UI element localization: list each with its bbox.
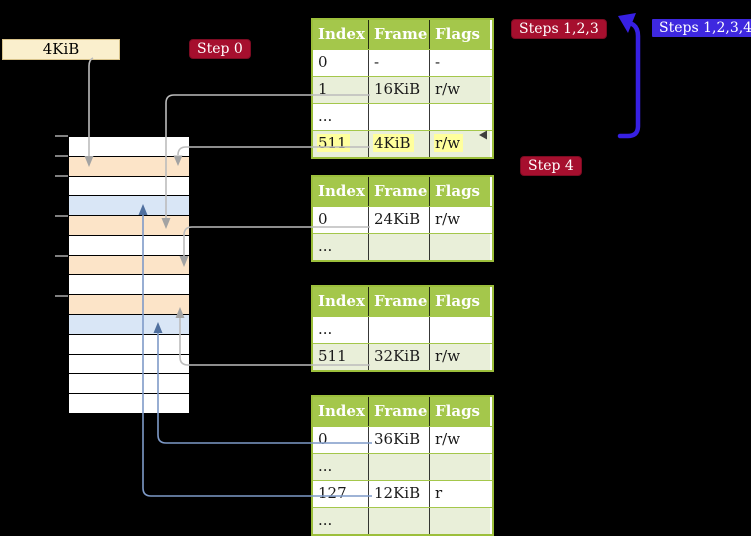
table-cell: 1 — [313, 77, 368, 103]
table-cell — [368, 317, 429, 343]
table-cell: 12KiB — [368, 481, 429, 507]
table-cell: ... — [313, 508, 368, 534]
memory-row — [69, 195, 189, 216]
table-header-cell: Frame — [368, 20, 429, 49]
table-cell: r/w — [429, 344, 490, 370]
step-4-badge: Step 4 — [520, 156, 582, 176]
table-cell — [368, 104, 429, 130]
table-header-cell: Flags — [429, 20, 490, 49]
table-cell — [429, 317, 490, 343]
tick-mark — [55, 175, 68, 177]
memory-row — [69, 137, 189, 156]
table-row: ... — [313, 316, 492, 343]
table-row: ... — [313, 103, 492, 130]
table-header-cell: Flags — [429, 397, 490, 426]
memory-row — [69, 175, 189, 196]
memory-row — [69, 254, 189, 275]
table-header-cell: Index — [313, 287, 368, 316]
table-cell: r — [429, 481, 490, 507]
recursive-loop-arrow — [617, 13, 641, 139]
memory-row — [69, 215, 189, 235]
table-cell: 0 — [318, 210, 328, 228]
table-cell: r/w — [429, 77, 490, 103]
table-cell — [368, 508, 429, 534]
table-cell: 32KiB — [368, 344, 429, 370]
physical-memory-column — [68, 136, 190, 414]
table-row: 0 -- — [313, 49, 492, 76]
table-cell — [429, 234, 490, 260]
table-cell: 0 — [318, 430, 328, 448]
page-size-label: 4KiB — [2, 39, 120, 60]
table-cell: - — [368, 50, 429, 76]
tick-mark — [55, 155, 68, 157]
table-cell: 0 — [318, 53, 328, 71]
table-cell: 4KiB — [368, 131, 429, 157]
table-cell: ... — [318, 107, 333, 125]
table-cell: r/w — [429, 131, 490, 157]
table-cell: - — [429, 50, 490, 76]
table-header-cell: Frame — [368, 287, 429, 316]
table-cell: ... — [313, 454, 368, 480]
table-cell: 16KiB — [368, 77, 429, 103]
memory-row — [69, 353, 189, 374]
table-cell: 36KiB — [368, 427, 429, 453]
table-cell — [429, 508, 490, 534]
table-cell: 511 — [313, 344, 368, 370]
table-header-cell: Frame — [368, 177, 429, 206]
table-cell — [368, 234, 429, 260]
steps-123-badge: Steps 1,2,3 — [511, 19, 607, 39]
table-row: ... — [313, 453, 492, 480]
table-cell — [368, 454, 429, 480]
arrow-up-left-icon — [618, 13, 636, 33]
tick-mark — [55, 215, 68, 217]
memory-row — [69, 333, 189, 354]
table-header-cell: Flags — [429, 177, 490, 206]
table-row: ... — [313, 507, 492, 534]
table-cell: 127 — [318, 484, 347, 502]
memory-row — [69, 314, 189, 334]
table-cell: 24KiB — [368, 207, 429, 233]
memory-row — [69, 393, 189, 413]
table-cell — [429, 104, 490, 130]
memory-row — [69, 155, 189, 176]
table-row: ... — [313, 233, 492, 260]
tick-mark — [55, 295, 68, 297]
table-header-cell: Index — [313, 20, 368, 49]
steps-1234-badge: Steps 1,2,3,4 — [652, 19, 751, 37]
table-cell — [429, 454, 490, 480]
table-header-cell: Flags — [429, 287, 490, 316]
table-cell: ... — [318, 320, 333, 338]
table-header-cell: Index — [313, 177, 368, 206]
table-cell: r/w — [429, 427, 490, 453]
table-cell: r/w — [429, 207, 490, 233]
tick-mark — [55, 135, 68, 137]
memory-row — [69, 274, 189, 295]
table-header-cell: Index — [313, 397, 368, 426]
table-header-cell: Frame — [368, 397, 429, 426]
step-0-badge: Step 0 — [189, 39, 251, 59]
table-cell: 511 — [313, 131, 368, 157]
table-cell: ... — [313, 234, 368, 260]
memory-row — [69, 373, 189, 394]
memory-row — [69, 294, 189, 315]
memory-row — [69, 234, 189, 255]
tick-mark — [55, 255, 68, 257]
